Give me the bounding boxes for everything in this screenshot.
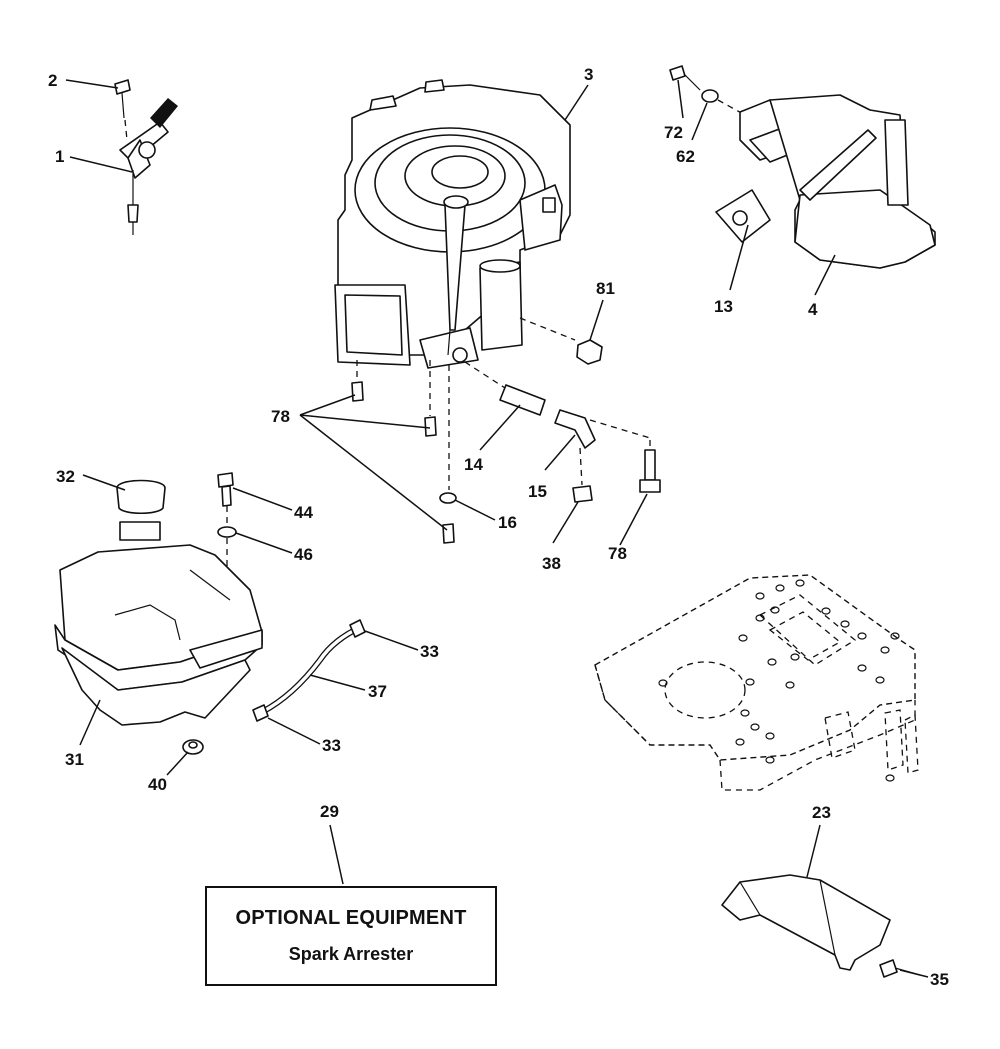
callout-32: 32 [56, 467, 75, 486]
callout-3: 3 [584, 65, 593, 84]
fuel-line [252, 619, 366, 722]
callout-78-engine: 78 [271, 407, 290, 426]
callout-31: 31 [65, 750, 84, 769]
engine [334, 79, 571, 369]
callout-33-top: 33 [420, 642, 439, 661]
callout-15: 15 [528, 482, 547, 501]
spark-arrester-label: Spark Arrester [288, 944, 414, 964]
callout-81: 81 [596, 279, 615, 298]
callout-62: 62 [676, 147, 695, 166]
callout-46: 46 [294, 545, 313, 564]
nut [519, 317, 603, 365]
callout-14: 14 [464, 455, 483, 474]
callout-4: 4 [808, 300, 818, 319]
optional-equipment-box: OPTIONAL EQUIPMENT Spark Arrester [205, 886, 497, 986]
engine-bolts [351, 360, 457, 544]
callout-1: 1 [55, 147, 64, 166]
grommet [182, 739, 204, 755]
callout-44: 44 [294, 503, 313, 522]
callout-35: 35 [930, 970, 949, 989]
callout-40: 40 [148, 775, 167, 794]
drain-cap [572, 485, 593, 503]
optional-equipment-title: OPTIONAL EQUIPMENT [235, 907, 467, 929]
fuel-tank [54, 479, 263, 726]
callout-33-bottom: 33 [322, 736, 341, 755]
muffler-assembly [669, 65, 936, 269]
leader-lines [65, 79, 929, 978]
callout-37: 37 [368, 682, 387, 701]
callout-2: 2 [48, 71, 57, 90]
callout-29: 29 [320, 802, 339, 821]
callout-13: 13 [714, 297, 733, 316]
chassis-frame [594, 574, 919, 791]
callout-38: 38 [542, 554, 561, 573]
callout-78-right: 78 [608, 544, 627, 563]
callout-72: 72 [664, 123, 683, 142]
drain-pipe [464, 361, 651, 486]
bolt-right [639, 440, 661, 493]
throttle-control [114, 79, 178, 235]
bracket [721, 874, 921, 978]
callout-23: 23 [812, 803, 831, 822]
callout-16: 16 [498, 513, 517, 532]
